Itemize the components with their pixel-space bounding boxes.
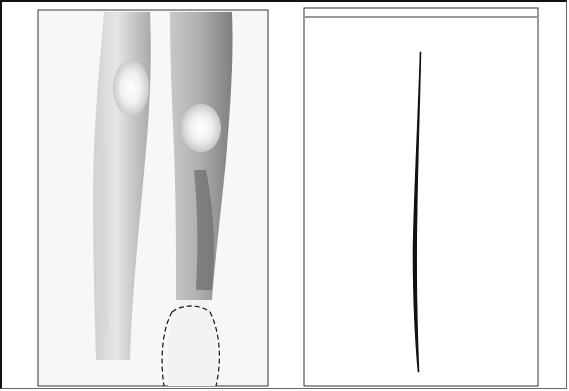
left-knee-hot-spot [113,60,149,116]
thermal-image-border [38,10,268,386]
thermal-image-panel [38,10,268,386]
line-drawing-panel [304,8,538,386]
right-foot-hot-zone [167,300,216,386]
right-knee-hot-spot [181,104,221,152]
